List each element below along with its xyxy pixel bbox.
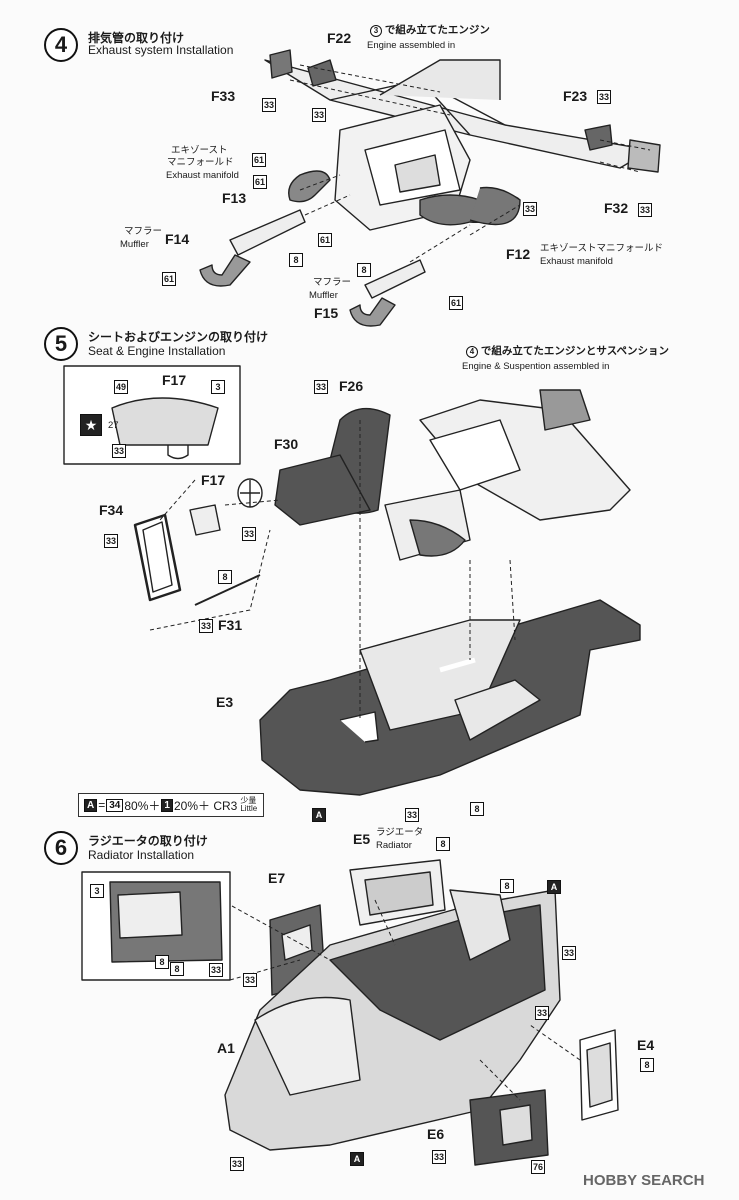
color-code-box: 61 (449, 296, 463, 310)
part-label-f15: F15 (314, 305, 339, 321)
color-code-box: 33 (314, 380, 328, 394)
color-code-box: 8 (170, 962, 184, 976)
color-code-box: 33 (199, 619, 213, 633)
part-label-f32: F32 (604, 200, 629, 216)
color-code-box: 33 (562, 946, 576, 960)
color-code-box: 33 (242, 527, 256, 541)
part-label-e5: E5 (353, 831, 371, 847)
radiator-label-en: Radiator (376, 840, 412, 851)
formula-color-1: 34 (106, 798, 124, 812)
muffler2-label-en: Muffler (309, 290, 338, 301)
part-label-e3: E3 (216, 694, 234, 710)
step-4-title-jp: 排気管の取り付け (88, 31, 185, 45)
part-label-f34: F34 (99, 502, 124, 518)
color-code-box: 8 (500, 879, 514, 893)
engine-note-en: Engine & Suspention assembled in (462, 361, 610, 372)
part-label-e7: E7 (268, 870, 286, 886)
part-label-f12: F12 (506, 246, 531, 262)
hobby-search-watermark: HOBBY SEARCH (583, 1172, 705, 1189)
color-code-box: 33 (432, 1150, 446, 1164)
color-code-box: 8 (155, 955, 169, 969)
step-5-title-jp: シートおよびエンジンの取り付け (88, 330, 269, 344)
radiator-label-jp: ラジエータ (376, 827, 424, 838)
color-code-box: 33 (243, 973, 257, 987)
part-label-f14: F14 (165, 231, 190, 247)
color-code-box: 8 (640, 1058, 654, 1072)
color-code-box: 33 (638, 203, 652, 217)
step-4-title-en: Exhaust system Installation (88, 43, 234, 57)
manifold2-label-jp: エキゾーストマニフォールド (540, 243, 664, 254)
part-label-f30: F30 (274, 436, 299, 452)
part-label-f33: F33 (211, 88, 236, 104)
color-code-box: 61 (162, 272, 176, 286)
color-code-box: 33 (209, 963, 223, 977)
manifold-label-jp-2: マニフォールド (167, 157, 234, 168)
color-code-box: 33 (230, 1157, 244, 1171)
formula-part-1: 80%＋ (124, 798, 161, 813)
muffler-label-jp: マフラー (124, 226, 163, 237)
color-code-box: 33 (405, 808, 419, 822)
manifold-label-jp-1: エキゾースト (171, 145, 228, 156)
color-code-box: 8 (436, 837, 450, 851)
part-label-f22: F22 (327, 30, 352, 46)
color-code-small: 27 (108, 420, 119, 431)
color-code-box: 33 (112, 444, 126, 458)
color-code-box: A (312, 808, 326, 822)
part-label-f26: F26 (339, 378, 364, 394)
formula-part-2: 20%＋ CR3 (173, 798, 238, 813)
part-label-a1: A1 (217, 1040, 235, 1056)
color-code-box: 8 (218, 570, 232, 584)
step-6-title-en: Radiator Installation (88, 848, 195, 862)
color-code-box: 49 (114, 380, 128, 394)
step-5-engine-note: 4 で組み立てたエンジンとサスペンション (466, 345, 669, 358)
formula-color-a: A (84, 798, 98, 812)
color-code-box: 61 (253, 175, 267, 189)
engine-note-en: Engine assembled in (367, 40, 456, 51)
color-code-box: 3 (211, 380, 225, 394)
part-label-f13: F13 (222, 190, 247, 206)
color-code-box: 8 (289, 253, 303, 267)
part-label-f23: F23 (563, 88, 588, 104)
part-label-e4: E4 (637, 1037, 655, 1053)
manifold2-label-en: Exhaust manifold (540, 256, 613, 267)
part-label-f17-b: F17 (201, 472, 226, 488)
star-icon: ★ (80, 414, 102, 436)
color-code-box: A (350, 1152, 364, 1166)
manifold-label-en: Exhaust manifold (166, 170, 239, 181)
formula-color-2: 1 (161, 798, 173, 812)
step-6-title-jp: ラジエータの取り付け (88, 834, 208, 848)
color-code-box: 33 (312, 108, 326, 122)
engine-note-jp: で組み立てたエンジンとサスペンション (480, 345, 669, 357)
step-4-engine-note: 3 で組み立てたエンジン (370, 24, 490, 37)
muffler-label-en: Muffler (120, 239, 149, 250)
color-code-box: 76 (531, 1160, 545, 1174)
color-code-box: A (547, 880, 561, 894)
color-code-box: 33 (535, 1006, 549, 1020)
color-code-box: 33 (104, 534, 118, 548)
step-5-title-en: Seat & Engine Installation (88, 344, 226, 358)
part-label-f17: F17 (162, 372, 187, 388)
step-6-number: 6 (44, 831, 78, 865)
step-5-number: 5 (44, 327, 78, 361)
engine-note-ref-box: 3 (370, 25, 382, 37)
step-4-number: 4 (44, 28, 78, 62)
color-code-box: 33 (262, 98, 276, 112)
part-label-e6: E6 (427, 1126, 445, 1142)
color-code-box: 8 (357, 263, 371, 277)
color-code-box: 3 (90, 884, 104, 898)
muffler2-label-jp: マフラー (313, 277, 352, 288)
color-code-box: 33 (523, 202, 537, 216)
engine-note-ref-box: 4 (466, 346, 478, 358)
part-label-f31: F31 (218, 617, 243, 633)
color-code-box: 33 (597, 90, 611, 104)
color-code-box: 61 (318, 233, 332, 247)
color-code-box: 8 (470, 802, 484, 816)
color-code-box: 61 (252, 153, 266, 167)
engine-note-jp: で組み立てたエンジン (384, 24, 490, 36)
formula-eq: = (98, 798, 106, 812)
